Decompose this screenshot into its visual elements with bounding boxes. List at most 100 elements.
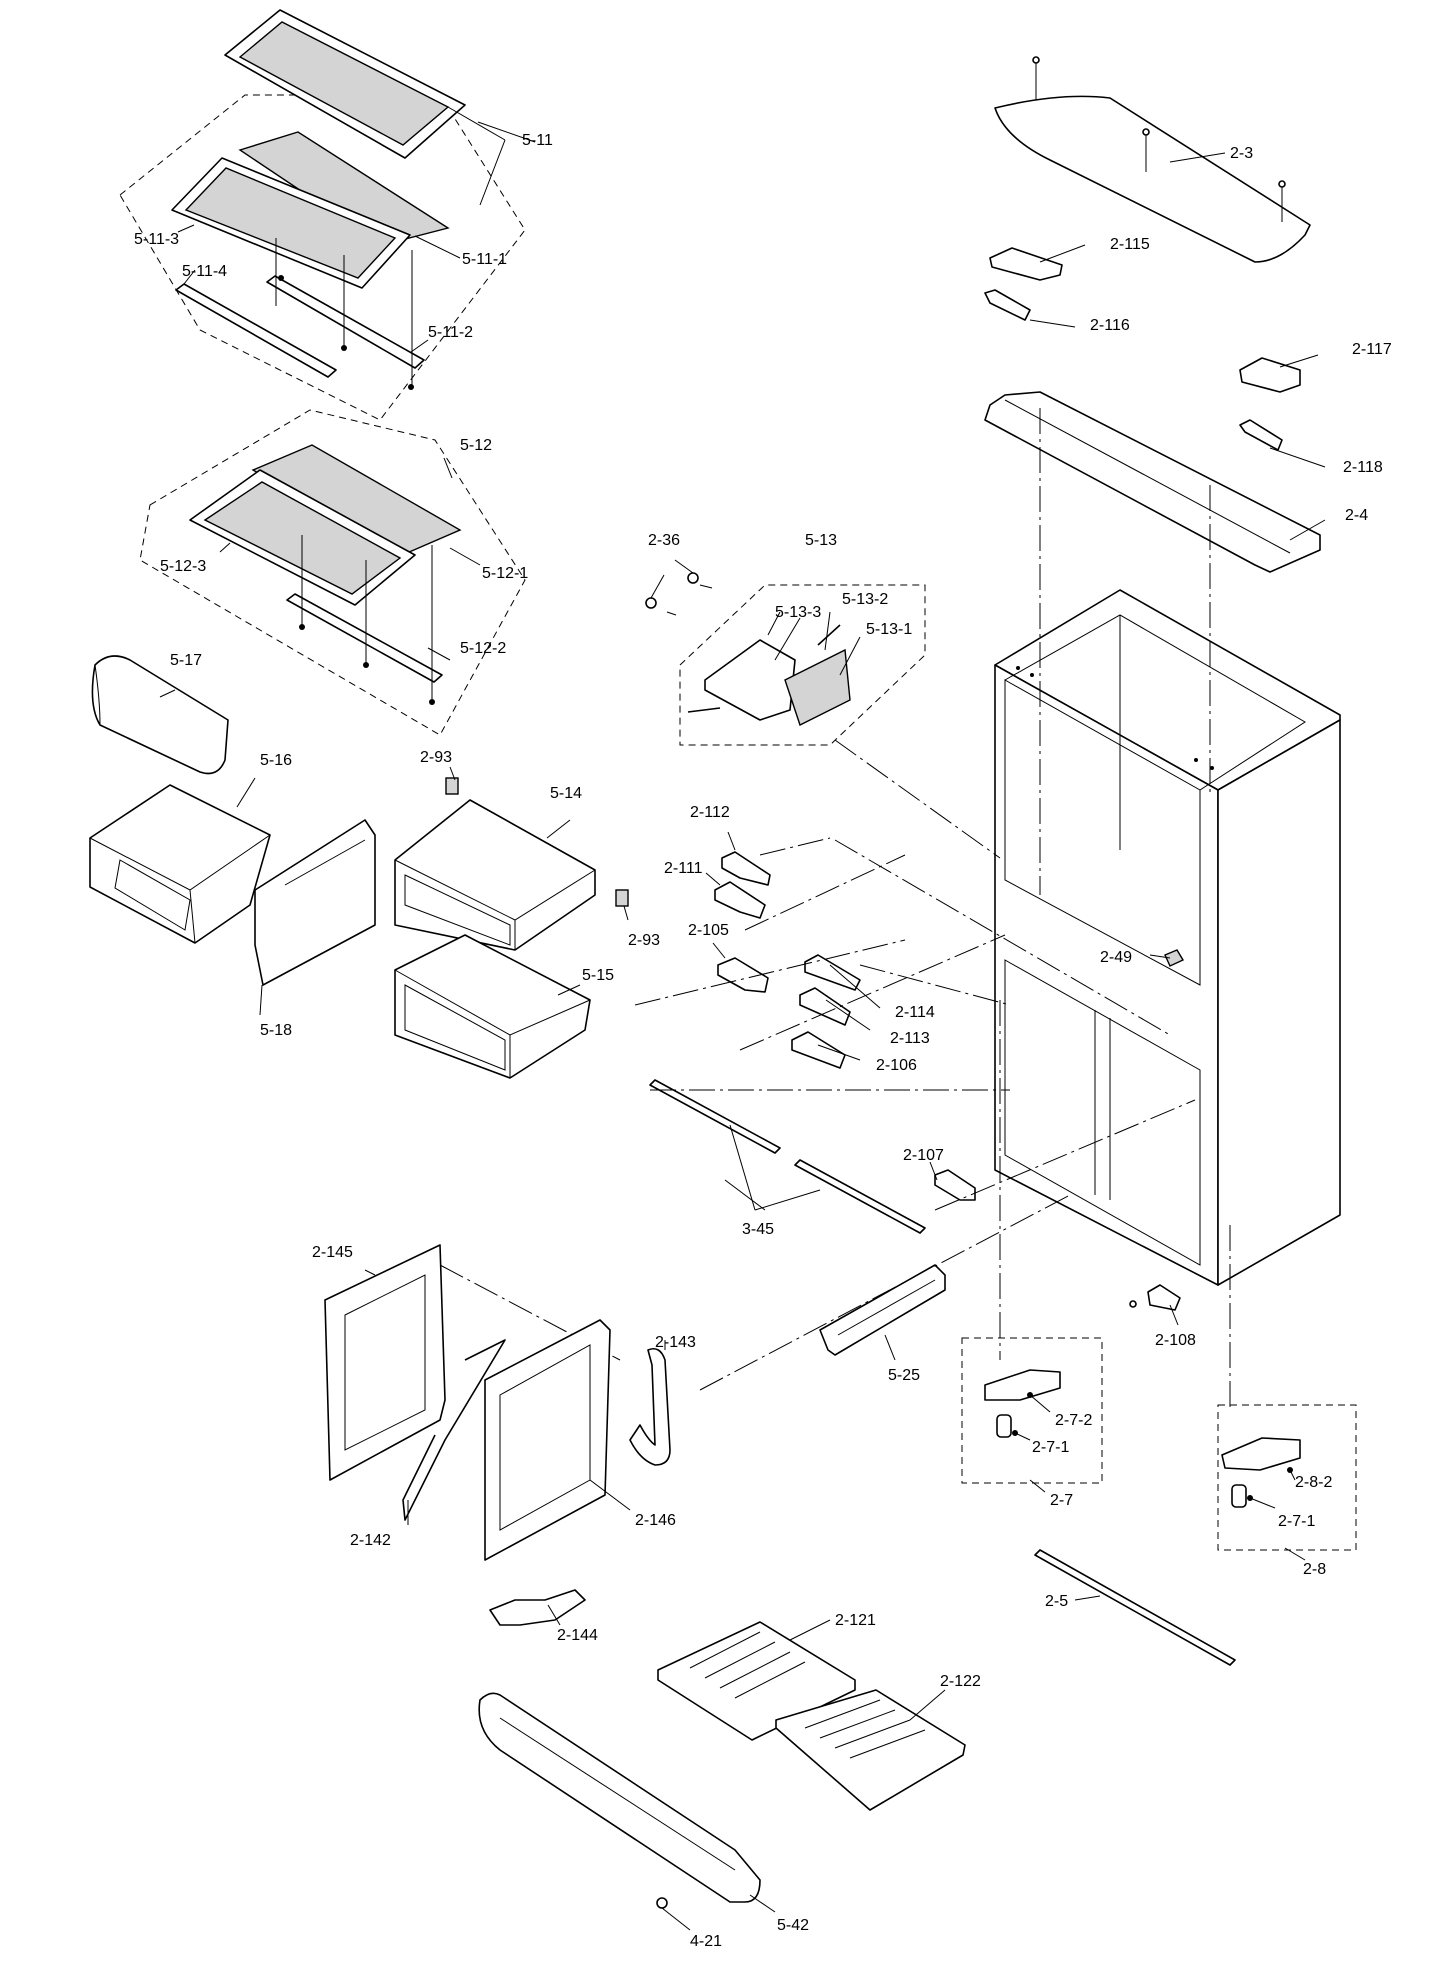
door-liner-2-146 bbox=[484, 1319, 611, 1561]
label-2-4: 2-4 bbox=[1345, 507, 1368, 524]
label-2-112: 2-112 bbox=[690, 804, 730, 821]
label-5-11-2: 5-11-2 bbox=[428, 324, 473, 341]
label-2-8-2: 2-8-2 bbox=[1295, 1474, 1332, 1491]
hinge-2-116 bbox=[984, 289, 1031, 321]
shelf-5-11-dashed-outline bbox=[119, 94, 526, 421]
label-2-117: 2-117 bbox=[1352, 341, 1392, 358]
bracket-5-13-dashed-outline bbox=[679, 584, 926, 746]
trim-5-12-2 bbox=[286, 593, 443, 683]
screw-2-36-b bbox=[687, 572, 699, 584]
upper-right-group bbox=[984, 56, 1321, 573]
label-5-42: 5-42 bbox=[777, 1917, 809, 1934]
door-liner-2-145 bbox=[324, 1244, 446, 1481]
label-5-11-4: 5-11-4 bbox=[182, 263, 227, 280]
hinge-2-115 bbox=[989, 247, 1063, 281]
part-labels: 5-11 5-11-3 5-11-1 5-11-4 5-11-2 5-12 5-… bbox=[134, 132, 1392, 1950]
label-2-113: 2-113 bbox=[890, 1030, 930, 1047]
grille-5-42 bbox=[478, 1692, 761, 1903]
label-4-21: 4-21 bbox=[690, 1933, 722, 1950]
bracket-2-8-2 bbox=[1221, 1437, 1301, 1471]
lower-doors-group bbox=[324, 1244, 946, 1626]
handle-2-143 bbox=[629, 1347, 671, 1466]
label-2-105: 2-105 bbox=[688, 922, 729, 939]
label-2-116: 2-116 bbox=[1090, 317, 1130, 334]
label-2-93-upper: 2-93 bbox=[420, 749, 452, 766]
hinge-2-106 bbox=[791, 1031, 846, 1069]
cabinet-group bbox=[994, 589, 1341, 1286]
label-5-13-1: 5-13-1 bbox=[866, 621, 912, 638]
bracket-2-8-group bbox=[1217, 1404, 1357, 1551]
bracket-2-7-2 bbox=[984, 1369, 1061, 1401]
shelf-5-12-dashed-outline bbox=[139, 409, 526, 736]
label-5-13-3: 5-13-3 bbox=[775, 604, 821, 621]
label-5-18: 5-18 bbox=[260, 1022, 292, 1039]
label-5-11-1: 5-11-1 bbox=[462, 251, 507, 268]
label-2-49: 2-49 bbox=[1100, 949, 1132, 966]
hinge-2-111 bbox=[714, 881, 766, 919]
label-2-7-1-a: 2-7-1 bbox=[1032, 1439, 1069, 1456]
label-2-7: 2-7 bbox=[1050, 1492, 1073, 1509]
drawer-5-14 bbox=[394, 799, 596, 951]
label-2-3: 2-3 bbox=[1230, 145, 1253, 162]
label-5-12-2: 5-12-2 bbox=[460, 640, 506, 657]
leveler-2-7-1-b bbox=[1231, 1484, 1247, 1508]
hinge-2-108 bbox=[1147, 1284, 1181, 1311]
middle-hinges-group bbox=[649, 851, 1181, 1311]
cover-2-3 bbox=[994, 95, 1311, 263]
label-2-7-2: 2-7-2 bbox=[1055, 1412, 1092, 1429]
label-2-145: 2-145 bbox=[312, 1244, 353, 1261]
label-5-11-3: 5-11-3 bbox=[134, 231, 179, 248]
frame-2-4 bbox=[984, 391, 1321, 573]
label-2-108: 2-108 bbox=[1155, 1332, 1196, 1349]
hinge-2-107 bbox=[934, 1169, 976, 1201]
screw-2-36-a bbox=[645, 597, 657, 609]
bracket-5-13-group bbox=[645, 572, 926, 746]
hinge-2-117 bbox=[1239, 357, 1301, 393]
drawer-5-15 bbox=[394, 934, 591, 1079]
label-2-5: 2-5 bbox=[1045, 1593, 1068, 1610]
trim-5-11-4 bbox=[175, 283, 337, 378]
leader-lines bbox=[159, 106, 1326, 1931]
label-2-111: 2-111 bbox=[664, 860, 703, 877]
label-2-93-lower: 2-93 bbox=[628, 932, 660, 949]
label-2-142: 2-142 bbox=[350, 1532, 391, 1549]
bracket-2-7-group bbox=[961, 1337, 1103, 1484]
label-2-8: 2-8 bbox=[1303, 1561, 1326, 1578]
shelf-5-11-inner-glass bbox=[184, 167, 397, 279]
hinge-2-118 bbox=[1239, 419, 1283, 451]
rail-2-5 bbox=[1034, 1549, 1236, 1666]
hinge-2-112 bbox=[721, 851, 771, 886]
drawers-left-group bbox=[89, 655, 629, 1079]
screw-4-21 bbox=[656, 1897, 668, 1909]
label-2-7-1-b: 2-7-1 bbox=[1278, 1513, 1315, 1530]
label-2-146: 2-146 bbox=[635, 1512, 676, 1529]
panel-5-18 bbox=[254, 819, 376, 986]
strip-3-45-a bbox=[649, 1079, 781, 1154]
label-5-12-1: 5-12-1 bbox=[482, 565, 528, 582]
bracket-2-7-box bbox=[961, 1337, 1103, 1484]
cabinet-side bbox=[1217, 719, 1341, 1286]
label-5-25: 5-25 bbox=[888, 1367, 920, 1384]
clip-2-93-lower bbox=[615, 889, 629, 907]
label-5-11: 5-11 bbox=[522, 132, 553, 149]
bracket-2-8-box bbox=[1217, 1404, 1357, 1551]
label-5-13-2: 5-13-2 bbox=[842, 591, 888, 608]
gasket-2-144 bbox=[489, 1589, 586, 1626]
hinge-2-114 bbox=[804, 954, 861, 991]
leveler-2-7-1-a bbox=[996, 1414, 1012, 1438]
label-5-15: 5-15 bbox=[582, 967, 614, 984]
label-5-16: 5-16 bbox=[260, 752, 292, 769]
bottom-shelves-group bbox=[478, 1621, 966, 1909]
shelf-5-12-group bbox=[139, 409, 526, 736]
bar-2-142 bbox=[402, 1339, 506, 1521]
label-5-14: 5-14 bbox=[550, 785, 582, 802]
label-5-12: 5-12 bbox=[460, 437, 492, 454]
bin-5-16 bbox=[89, 784, 271, 944]
label-2-144: 2-144 bbox=[557, 1627, 598, 1644]
label-2-36: 2-36 bbox=[648, 532, 680, 549]
label-5-12-3: 5-12-3 bbox=[160, 558, 206, 575]
label-5-13: 5-13 bbox=[805, 532, 837, 549]
label-2-121: 2-121 bbox=[835, 1612, 876, 1629]
shelf-5-11-group bbox=[119, 9, 526, 421]
